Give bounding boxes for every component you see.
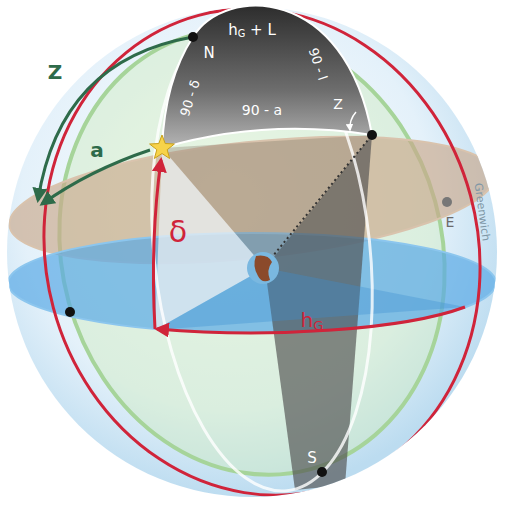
label-text: hG: [301, 310, 324, 330]
plane-wedge: [162, 135, 372, 268]
zenith-dot: [367, 130, 377, 140]
label-text: S: [307, 451, 317, 466]
label-text: 90 - l: [307, 46, 330, 82]
label-text: Greenwich: [472, 182, 491, 241]
label-text: hG + L: [228, 23, 276, 38]
label-text: 90 - a: [242, 103, 282, 117]
spherical-triangle: [162, 6, 372, 148]
hour-circle: [130, 2, 395, 502]
label-text: 90 - δ: [178, 78, 202, 118]
label-text: δ: [169, 217, 187, 247]
label-text: N: [203, 46, 214, 61]
east-dot: [442, 197, 452, 207]
label-text: Z: [333, 97, 343, 111]
earth-land: [254, 256, 272, 282]
label-text: Z: [48, 62, 63, 82]
point-dot: [65, 307, 75, 317]
angle-arc: [350, 112, 356, 130]
label-text: a: [90, 140, 104, 160]
hour-angle-arc: [157, 307, 465, 333]
pole-dot: [188, 32, 198, 42]
earth: [247, 252, 279, 284]
pole-dot: [317, 467, 327, 477]
zenith-arc: [38, 37, 193, 200]
declination-arc: [153, 160, 161, 329]
sight-line: [268, 135, 372, 262]
star: [150, 135, 175, 159]
label-text: E: [446, 215, 455, 229]
